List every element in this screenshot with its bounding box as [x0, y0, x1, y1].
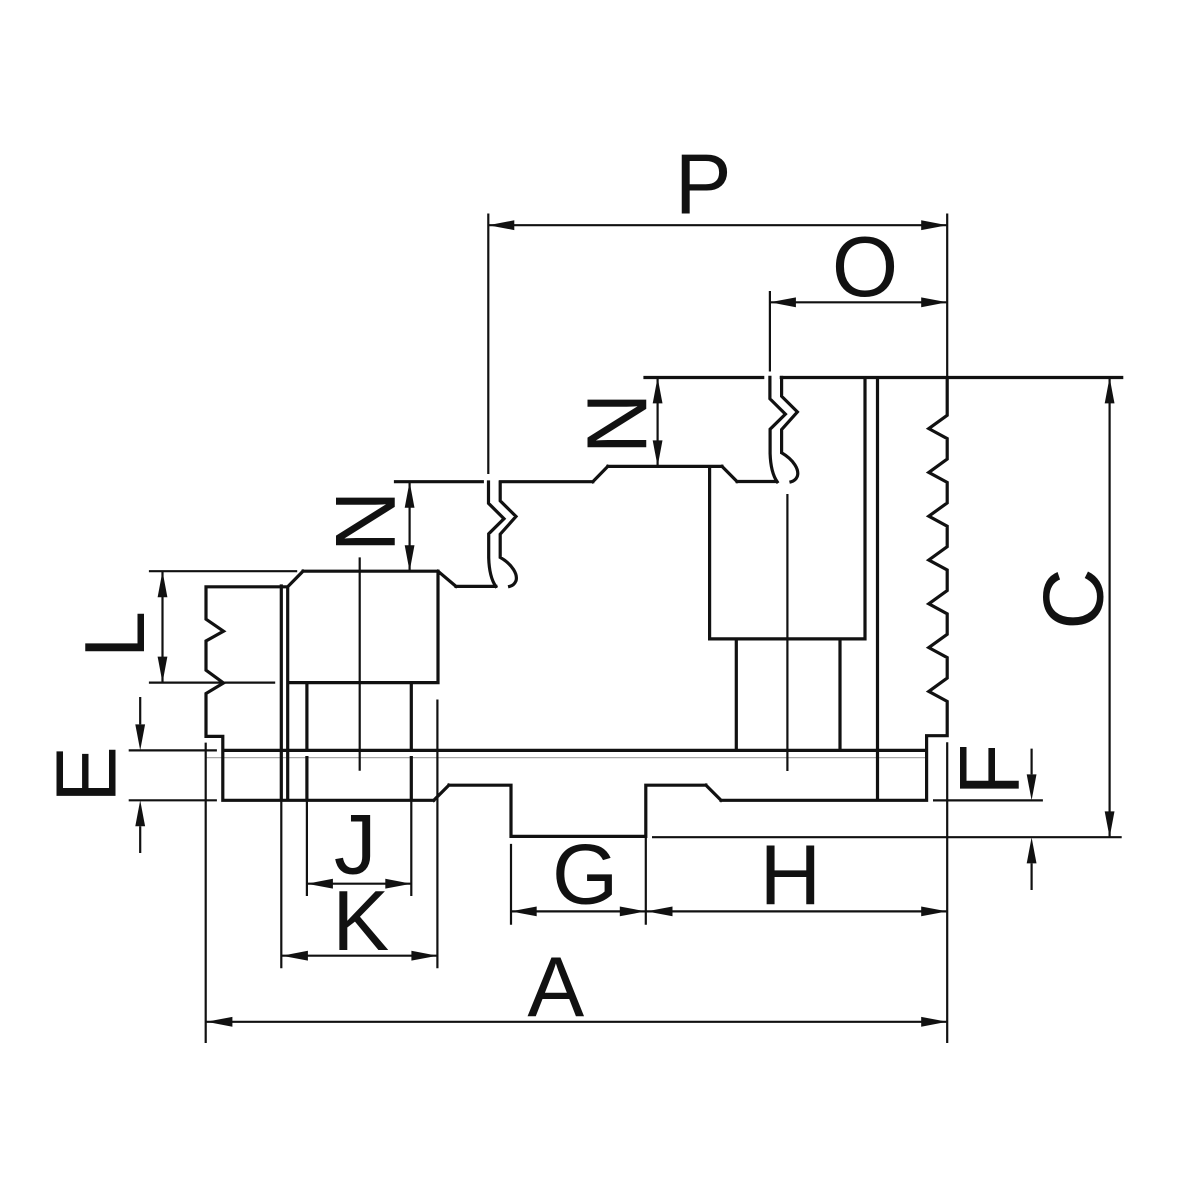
svg-text:N: N	[317, 491, 412, 553]
svg-text:L: L	[68, 611, 163, 658]
svg-text:O: O	[832, 220, 898, 315]
svg-text:K: K	[332, 874, 389, 969]
svg-text:P: P	[675, 138, 732, 233]
svg-text:N: N	[569, 393, 664, 455]
svg-text:H: H	[760, 829, 822, 924]
svg-text:J: J	[334, 797, 377, 892]
svg-text:A: A	[527, 940, 584, 1035]
svg-text:E: E	[40, 746, 135, 803]
svg-text:F: F	[943, 744, 1038, 796]
svg-text:C: C	[1026, 568, 1121, 630]
svg-text:G: G	[552, 827, 618, 922]
